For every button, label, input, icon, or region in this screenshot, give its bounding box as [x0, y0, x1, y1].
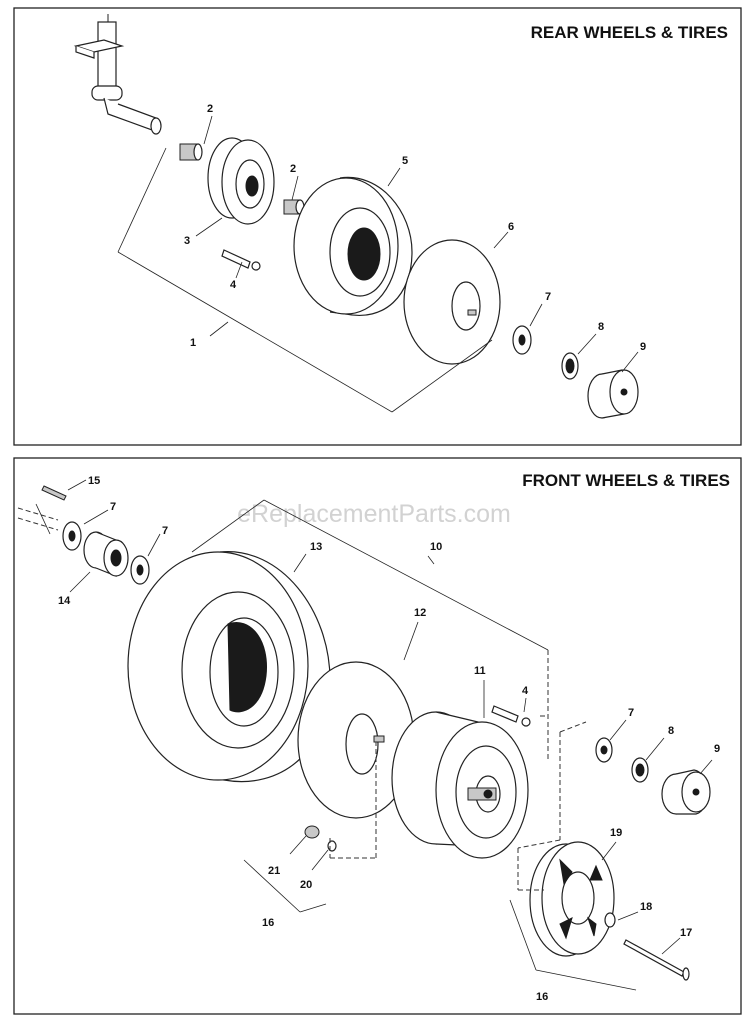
callout-front-7b: 7	[162, 525, 168, 537]
callout-front-9: 9	[714, 743, 720, 755]
front-retaining-clip	[631, 757, 649, 783]
front-rim	[391, 711, 529, 859]
rear-hub-cap	[587, 369, 639, 419]
rear-retaining-clip	[561, 352, 579, 380]
callout-front-17: 17	[680, 927, 692, 939]
callout-front-21: 21	[268, 865, 280, 877]
callout-front-14: 14	[58, 595, 71, 607]
callout-front-11: 11	[474, 665, 486, 677]
rear-inner-tube	[403, 239, 501, 365]
rear-leader-lines	[117, 115, 639, 413]
callout-rear-5: 5	[402, 155, 408, 167]
rear-bearing-left	[179, 143, 203, 161]
front-hub-cap	[661, 769, 711, 815]
callout-front-7c: 7	[628, 707, 634, 719]
front-valve-stem	[491, 705, 531, 727]
callout-rear-2a: 2	[207, 103, 213, 115]
callout-rear-8: 8	[598, 321, 604, 333]
front-callouts: 15 7 7 14 13 10 12 11 4 7 8 9 19 18 17 1…	[58, 475, 720, 1003]
callout-front-13: 13	[310, 541, 322, 553]
callout-front-16b: 16	[536, 991, 548, 1003]
callout-front-10: 10	[430, 541, 442, 553]
callout-front-19: 19	[610, 827, 622, 839]
rear-washer	[512, 325, 532, 355]
callout-front-8: 8	[668, 725, 674, 737]
front-bolt	[623, 939, 690, 981]
front-leader-lines	[67, 479, 713, 991]
front-grease-fitting	[304, 825, 337, 852]
callout-rear-4: 4	[230, 279, 237, 291]
front-spacer	[83, 531, 129, 577]
rear-panel-frame	[13, 7, 742, 446]
callout-front-15: 15	[88, 475, 100, 487]
front-washer-left	[62, 521, 82, 551]
callout-rear-3: 3	[184, 235, 190, 247]
front-assembly-lines	[329, 650, 587, 891]
front-panel-frame	[13, 457, 742, 1015]
front-nut	[604, 912, 616, 928]
front-wheel-disc	[529, 841, 615, 957]
callout-front-18: 18	[640, 901, 652, 913]
callout-front-7a: 7	[110, 501, 116, 513]
rear-rim	[207, 137, 275, 225]
callout-front-20: 20	[300, 879, 312, 891]
callout-rear-1: 1	[190, 337, 196, 349]
callout-front-12: 12	[414, 607, 426, 619]
callout-front-16a: 16	[262, 917, 274, 929]
front-tire	[127, 551, 331, 783]
callout-rear-6: 6	[508, 221, 514, 233]
rear-axle-spindle	[73, 14, 162, 135]
front-axle-stub	[17, 503, 59, 535]
rear-valve-stem	[221, 249, 261, 271]
front-wheels-panel: FRONT WHEELS & TIRES eReplacementParts.c…	[13, 457, 742, 1015]
callout-rear-2b: 2	[290, 163, 296, 175]
callout-rear-7: 7	[545, 291, 551, 303]
front-washer-outer	[595, 737, 613, 763]
front-panel-title: FRONT WHEELS & TIRES	[522, 471, 730, 490]
rear-callouts: 1 2 2 3 4 5 6 7 8 9	[184, 103, 646, 353]
callout-front-4: 4	[522, 685, 529, 697]
callout-rear-9: 9	[640, 341, 646, 353]
front-roll-pin	[41, 485, 67, 501]
front-washer-right	[130, 555, 150, 585]
rear-panel-title: REAR WHEELS & TIRES	[531, 23, 728, 42]
rear-tire	[293, 176, 413, 316]
watermark: eReplacementParts.com	[237, 500, 511, 528]
rear-wheels-panel: REAR WHEELS & TIRES	[13, 7, 742, 446]
